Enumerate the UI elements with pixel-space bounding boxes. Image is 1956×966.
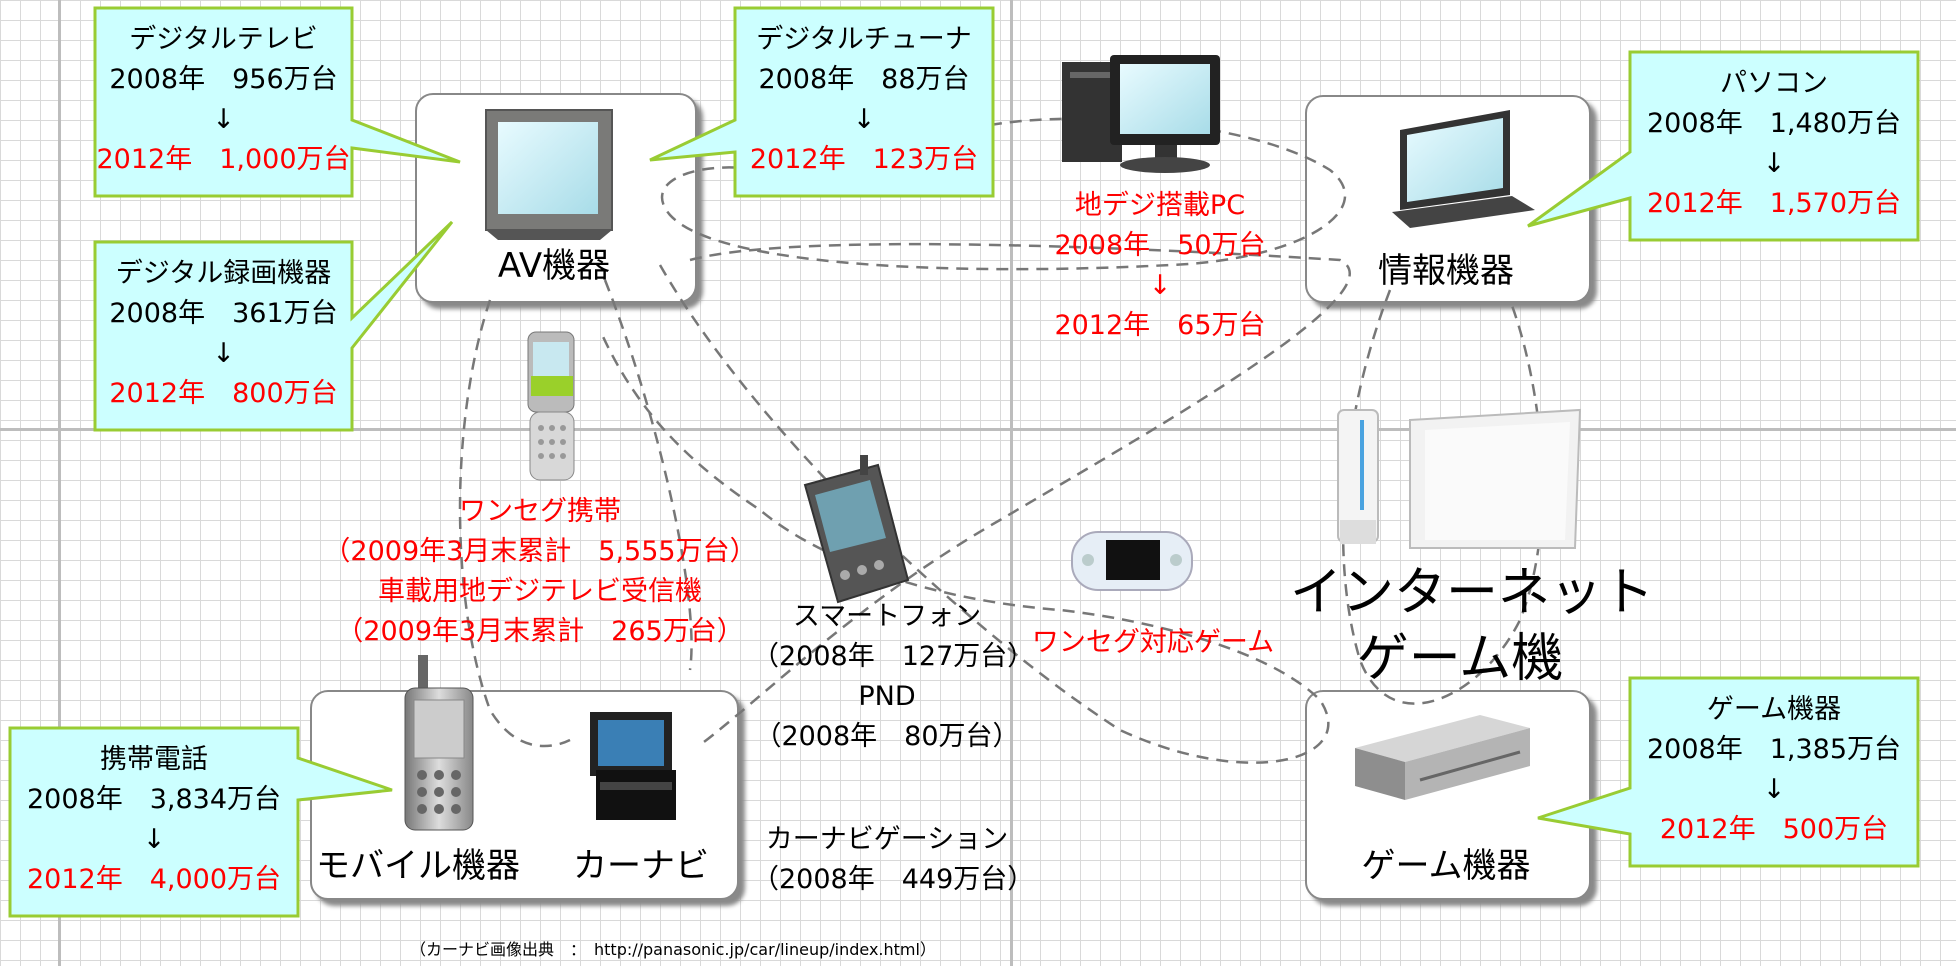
carnavi-label: カーナビ: [573, 846, 709, 886]
down-arrow: ↓: [852, 104, 876, 135]
down-arrow: ↓: [1148, 270, 1172, 301]
callout-digital-tuner: [649, 6, 995, 198]
internet-game-line1: インターネット: [1290, 563, 1655, 623]
carnavigation-title: カーナビゲーション: [765, 824, 1009, 855]
callout-digital-tv: [93, 6, 461, 198]
portable-game-image: [1071, 531, 1193, 591]
pc-name: パソコン: [1720, 68, 1828, 99]
smartphone-title: スマートフォン: [792, 601, 982, 632]
mobile-phone-2008: 2008年 3,834万台: [26, 784, 281, 815]
desktop-pc-image: [1062, 55, 1220, 173]
oneseg-game-label: ワンセグ対応ゲーム: [1031, 627, 1275, 658]
callout-mobile-phone-text: 携帯電話 2008年 3,834万台 ↓ 2012年 4,000万台: [10, 740, 298, 900]
game-label: ゲーム機器: [1361, 846, 1531, 886]
digital-tv-2012: 2012年 1,000万台: [96, 144, 351, 175]
oneseg-phone-title: ワンセグ携帯: [459, 496, 621, 527]
callout-digital-recorder: [93, 220, 454, 432]
down-arrow: ↓: [1762, 774, 1786, 805]
mobile-phone-2012: 2012年 4,000万台: [26, 864, 281, 895]
pc-2008: 2008年 1,480万台: [1646, 108, 1901, 139]
chideji-pc-2012: 2012年 65万台: [1054, 310, 1266, 341]
game-device-2008: 2008年 1,385万台: [1646, 734, 1901, 765]
laptop-image: [1392, 110, 1535, 228]
internet-game-line2: ゲーム機: [1356, 629, 1564, 689]
flip-phone-image: [527, 331, 575, 481]
callout-game-device: [1537, 676, 1920, 868]
info-label: 情報機器: [1378, 251, 1514, 291]
callout-pc-text: パソコン 2008年 1,480万台 ↓ 2012年 1,570万台: [1630, 64, 1918, 224]
callout-mobile-phone: [8, 726, 393, 918]
smartphone-text: スマートフォン （2008年 127万台） PND （2008年 80万台）: [752, 597, 1035, 757]
pnd-title: PND: [858, 681, 916, 712]
vertical-axis-line: [1010, 0, 1013, 966]
carnavigation-count: （2008年 449万台）: [752, 864, 1035, 895]
digital-recorder-name: デジタル録画機器: [115, 258, 332, 289]
mobile-label: モバイル機器: [316, 846, 520, 886]
digital-tv-name: デジタルテレビ: [129, 24, 318, 55]
game-device-name: ゲーム機器: [1706, 694, 1842, 725]
oneseg-phone-text: ワンセグ携帯 （2009年3月末累計 5,555万台） 車載用地デジテレビ受信機…: [320, 492, 760, 652]
callout-digital-recorder-text: デジタル録画機器 2008年 361万台 ↓ 2012年 800万台: [95, 254, 352, 414]
pnd-count: （2008年 80万台）: [754, 721, 1020, 752]
horizontal-axis-line: [0, 428, 1956, 431]
wii-console-image: [1337, 408, 1582, 549]
pc-2012: 2012年 1,570万台: [1646, 188, 1901, 219]
cell-phone-image: [404, 655, 474, 831]
down-arrow: ↓: [142, 824, 166, 855]
callout-digital-tuner-text: デジタルチューナ 2008年 88万台 ↓ 2012年 123万台: [735, 20, 993, 180]
chideji-pc-2008: 2008年 50万台: [1054, 230, 1266, 261]
callout-digital-tv-text: デジタルテレビ 2008年 956万台 ↓ 2012年 1,000万台: [95, 20, 352, 180]
image-source-note: （カーナビ画像出典 ： http://panasonic.jp/car/line…: [410, 940, 936, 959]
internet-game-label: インターネット ゲーム機: [1290, 560, 1655, 692]
digital-tv-2008: 2008年 956万台: [109, 64, 338, 95]
digital-tuner-2012: 2012年 123万台: [749, 144, 979, 175]
car-navi-image: [590, 712, 676, 820]
tv-image: [485, 109, 613, 240]
game-device-2012: 2012年 500万台: [1659, 814, 1889, 845]
down-arrow: ↓: [1762, 148, 1786, 179]
left-axis-line: [58, 0, 61, 966]
digital-recorder-2012: 2012年 800万台: [109, 378, 338, 409]
car-tv-receiver-title: 車載用地デジテレビ受信機: [378, 576, 702, 607]
carnavigation-text: カーナビゲーション （2008年 449万台）: [752, 820, 1035, 900]
mobile-phone-name: 携帯電話: [100, 744, 208, 775]
oneseg-phone-count: （2009年3月末累計 5,555万台）: [323, 536, 757, 567]
down-arrow: ↓: [212, 104, 235, 135]
callout-pc: [1527, 50, 1920, 242]
digital-tuner-2008: 2008年 88万台: [758, 64, 970, 95]
smartphone-count: （2008年 127万台）: [752, 641, 1035, 672]
av-label: AV機器: [497, 246, 611, 286]
chideji-pc-name: 地デジ搭載PC: [1074, 190, 1246, 221]
game-console-image: [1355, 715, 1530, 800]
car-tv-receiver-count: （2009年3月末累計 265万台）: [336, 616, 744, 647]
digital-recorder-2008: 2008年 361万台: [109, 298, 338, 329]
digital-tuner-name: デジタルチューナ: [756, 24, 972, 55]
callout-game-device-text: ゲーム機器 2008年 1,385万台 ↓ 2012年 500万台: [1630, 690, 1918, 850]
down-arrow: ↓: [212, 338, 235, 369]
chideji-pc-text: 地デジ搭載PC 2008年 50万台 ↓ 2012年 65万台: [1030, 186, 1290, 346]
smartphone-image: [803, 455, 910, 604]
